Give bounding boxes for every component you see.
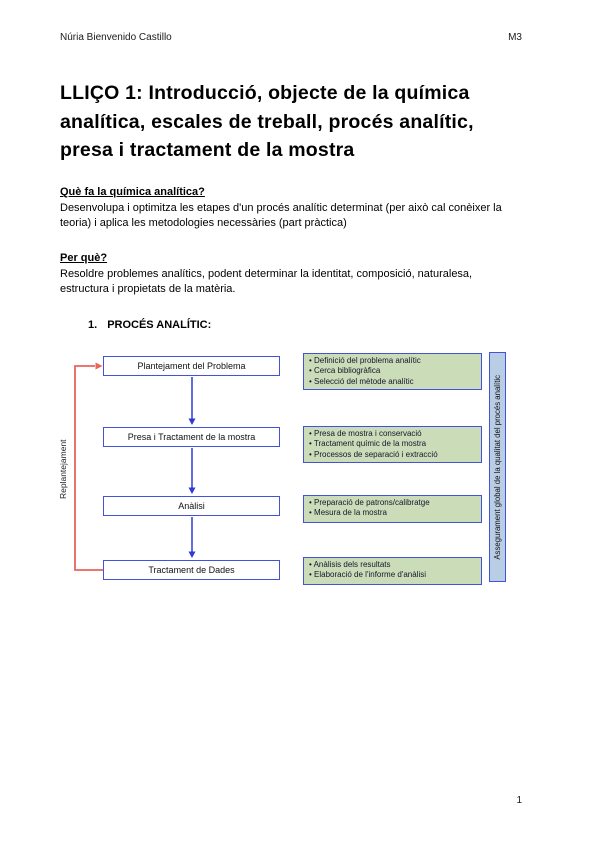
section-body: Desenvolupa i optimitza les etapes d'un … xyxy=(60,201,502,229)
feedback-vertical-label: Replantejament xyxy=(58,439,68,499)
detail-item: Tractament químic de la mostra xyxy=(309,439,476,450)
section-what-does: Què fa la química analítica? Desenvolupa… xyxy=(60,186,522,231)
section-heading: Per què? xyxy=(60,251,108,264)
section-heading: Què fa la química analítica? xyxy=(60,185,205,198)
section-why: Per què? Resoldre problemes analítics, p… xyxy=(60,252,522,297)
step-details-analisi: Preparació de patrons/calibratge Mesura … xyxy=(303,494,482,523)
down-arrow-head-icon xyxy=(188,551,196,558)
numbered-heading-text: PROCÉS ANALÍTIC: xyxy=(107,318,212,331)
header-author: Núria Bienvenido Castillo xyxy=(60,32,172,43)
down-arrow-head-icon xyxy=(188,418,196,425)
analytical-process-flowchart: Plantejament del Problema Presa i Tracta… xyxy=(58,344,522,594)
page-title: LLIÇO 1: Introducció, objecte de la quím… xyxy=(60,82,474,162)
flow-step-plantejament: Plantejament del Problema xyxy=(103,355,280,376)
flow-step-analisi: Anàlisi xyxy=(103,495,280,516)
header-module: M3 xyxy=(508,32,522,43)
flow-step-label: Anàlisi xyxy=(178,500,205,511)
step-details-tractament-dades: Anàlisis dels resultats Elaboració de l'… xyxy=(303,556,482,585)
detail-item: Processos de separació i extracció xyxy=(309,450,476,461)
numbered-heading-proces-analitic: 1. PROCÉS ANALÍTIC: xyxy=(88,319,522,331)
flow-step-label: Plantejament del Problema xyxy=(137,360,246,371)
detail-item: Preparació de patrons/calibratge xyxy=(309,498,476,509)
detail-item: Definició del problema analític xyxy=(309,356,476,367)
detail-item: Anàlisis dels resultats xyxy=(309,560,476,571)
step-details-presa-tractament: Presa de mostra i conservació Tractament… xyxy=(303,425,482,463)
flow-step-tractament-dades: Tractament de Dades xyxy=(103,559,280,580)
quality-assurance-bar: Assegurament global de la qualitat del p… xyxy=(489,351,506,582)
detail-item: Elaboració de l'informe d'anàlisi xyxy=(309,570,476,581)
detail-item: Presa de mostra i conservació xyxy=(309,429,476,440)
down-arrow-head-icon xyxy=(188,487,196,494)
flow-step-label: Tractament de Dades xyxy=(148,564,235,575)
detail-item: Selecció del mètode analític xyxy=(309,377,476,388)
feedback-loop-line xyxy=(74,365,103,571)
section-body: Resoldre problemes analítics, podent det… xyxy=(60,267,473,295)
flow-step-presa-tractament: Presa i Tractament de la mostra xyxy=(103,426,280,447)
page-header: Núria Bienvenido Castillo M3 xyxy=(60,32,522,43)
numbered-heading-number: 1. xyxy=(88,318,98,331)
flow-step-label: Presa i Tractament de la mostra xyxy=(127,431,256,442)
page-number: 1 xyxy=(516,795,522,806)
feedback-arrow-head-icon xyxy=(95,362,103,370)
quality-assurance-label: Assegurament global de la qualitat del p… xyxy=(493,374,502,560)
detail-item: Mesura de la mostra xyxy=(309,508,476,519)
step-details-plantejament: Definició del problema analític Cerca bi… xyxy=(303,352,482,390)
detail-item: Cerca bibliogràfica xyxy=(309,366,476,377)
